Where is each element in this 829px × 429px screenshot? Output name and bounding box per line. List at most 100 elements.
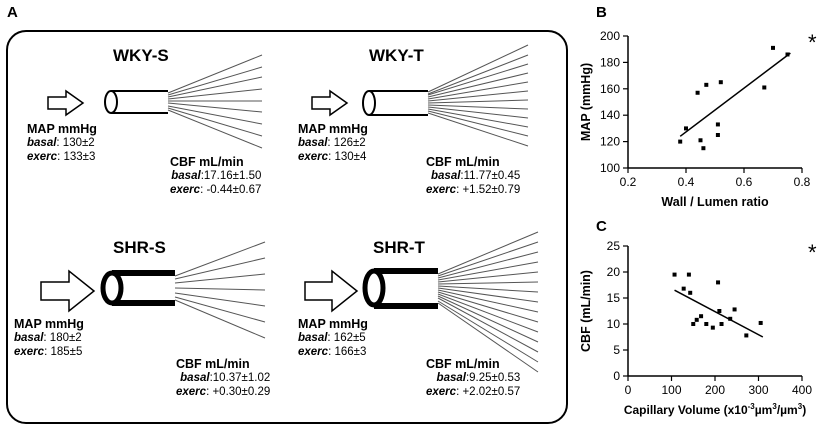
group-title-wky-t: WKY-T [369,46,424,65]
exerc-cbf-value: : +1.52±0.79 [456,184,521,196]
panel-label-a: A [7,4,18,21]
chart-c-y-tick-label: 5 [613,343,620,357]
cbf-header: CBF mL/min [176,357,250,371]
shr-s-cbf-block: CBF mL/min basal:10.37±1.02 exerc: +0.30… [176,357,270,399]
chart-c-data-point [728,316,733,321]
wky-s-cbf-block: CBF mL/min basal:17.16±1.50 exerc: -0.44… [170,155,261,197]
chart-b-trendline [679,52,791,137]
basal-label: basal [298,332,328,344]
panel-label-c: C [596,218,607,235]
chart-b-data-point [698,138,703,143]
chart-b-data-point [678,139,683,144]
basal-map-value: : 130±2 [56,137,95,149]
map-header: MAP mmHg [14,317,84,331]
map-arrow-icon [311,89,349,117]
map-header: MAP mmHg [298,122,368,136]
chart-c-data-point [744,333,749,338]
basal-label: basal [180,372,210,384]
chart-c-data-point [716,280,721,285]
basal-label: basal [298,137,328,149]
shr-t-map-block: MAP mmHg basal: 162±5 exerc: 166±3 [298,317,368,359]
chart-c-x-tick-label: 300 [748,383,768,397]
chart-c-data-point [732,307,737,312]
wky-t-map-block: MAP mmHg basal: 126±2 exerc: 130±4 [298,122,368,164]
basal-label: basal [171,170,201,182]
wky-t-cbf-block: CBF mL/min basal:11.77±0.45 exerc: +1.52… [426,155,520,197]
chart-b-data-point [701,146,706,151]
map-arrow-icon [304,269,359,313]
basal-label: basal [27,137,57,149]
chart-c-data-point [719,322,724,326]
chart-c-data-point [694,317,699,322]
basal-cbf-value: :11.77±0.45 [460,170,521,182]
capillary-lines-icon [437,231,539,373]
chart-b-significance-annotation: * [808,30,817,55]
chart-b-x-axis-label: Wall / Lumen ratio [661,195,769,209]
capillary-lines-icon [427,44,529,147]
chart-c-trendline [674,289,764,338]
map-header: MAP mmHg [27,122,97,136]
chart-b-data-point [684,126,688,131]
exerc-cbf-value: : -0.44±0.67 [200,184,262,196]
basal-label: basal [431,170,461,182]
basal-label: basal [14,332,44,344]
shr-t-vessel-graphic [304,231,539,373]
chart-c-data-point [681,286,686,291]
vessel-lumen-icon [362,268,386,308]
exerc-map-value: : 133±3 [57,151,96,163]
chart-c-x-tick-label: 0 [625,383,632,397]
basal-cbf-value: :9.25±0.53 [465,372,521,384]
chart-c-y-tick-label: 25 [607,239,621,253]
chart-c-y-tick-label: 10 [607,317,621,331]
exerc-cbf-value: : +2.02±0.57 [456,386,521,398]
basal-cbf-value: :10.37±1.02 [209,372,271,384]
shr-s-vessel-graphic [40,241,266,339]
chart-c-y-tick-label: 0 [613,369,620,383]
chart-c-data-point [717,309,722,313]
chart-b-data-point [762,85,767,90]
capillary-lines-icon [174,241,266,339]
vessel-lumen-icon [100,270,124,306]
exerc-label: exerc [170,184,201,196]
exerc-cbf-value: : +0.30±0.29 [206,386,271,398]
chart-c-data-point [704,322,709,326]
chart-c-data-point [691,322,696,326]
panel-a-frame [6,30,568,424]
exerc-map-value: : 185±5 [44,346,83,358]
chart-b-y-axis-label: MAP (mmHg) [580,63,593,141]
chart-c-y-tick-label: 15 [607,291,621,305]
chart-c-x-tick-label: 400 [792,383,812,397]
chart-b-y-tick-label: 200 [600,29,620,43]
chart-b-y-tick-label: 100 [600,161,620,175]
chart-b-data-point [785,52,790,57]
chart-b-y-tick-label: 180 [600,55,620,69]
chart-b-y-tick-label: 160 [600,82,620,96]
chart-b-y-tick-label: 120 [600,135,620,149]
chart-c-x-tick-label: 100 [661,383,681,397]
exerc-label: exerc [298,151,329,163]
chart-c-data-point [686,272,691,277]
chart-b-data-point [771,45,775,50]
group-title-wky-s: WKY-S [113,46,169,65]
cbf-header: CBF mL/min [170,155,244,169]
panel-label-b: B [596,4,607,21]
chart-c-data-point [672,272,677,277]
cbf-header: CBF mL/min [426,357,500,371]
chart-c-data-point [758,320,763,325]
basal-map-value: : 162±5 [327,332,366,344]
exerc-map-value: : 130±4 [328,151,367,163]
group-title-shr-t: SHR-T [373,238,425,257]
group-title-shr-s: SHR-S [113,238,166,257]
vessel-lumen-icon [104,90,118,114]
chart-c-data-point [688,290,693,295]
chart-b-x-tick-label: 0.4 [678,175,695,189]
capillary-lines-icon [167,54,263,149]
basal-map-value: : 180±2 [43,332,82,344]
shr-t-cbf-block: CBF mL/min basal:9.25±0.53 exerc: +2.02±… [426,357,520,399]
wky-s-vessel-graphic [47,54,263,149]
chart-b-data-point [715,133,720,137]
chart-b-data-point [718,80,723,85]
chart-c-significance-annotation: * [808,240,817,265]
